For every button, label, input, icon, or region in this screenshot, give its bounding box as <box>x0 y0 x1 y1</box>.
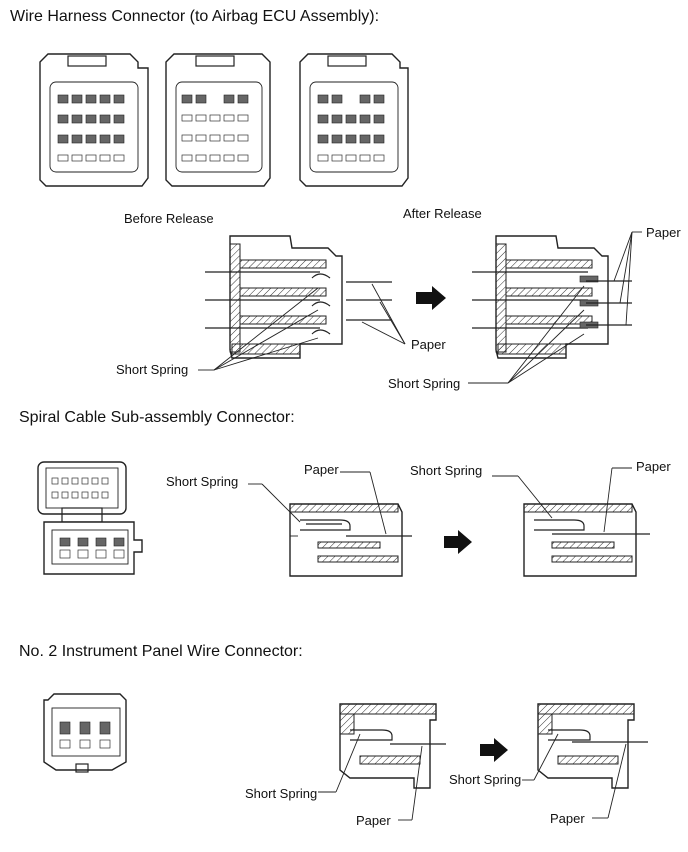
ecu-connector-front-1 <box>39 53 149 187</box>
instrument-panel-section-before <box>318 703 446 821</box>
label-short-spring-1: Short Spring <box>116 362 189 377</box>
label-paper-3: Paper <box>304 462 339 477</box>
label-paper-2: Paper <box>411 337 446 352</box>
ecu-connector-front-3 <box>299 53 409 187</box>
heading-instrument-panel: No. 2 Instrument Panel Wire Connector: <box>19 643 303 660</box>
ecu-connector-front-2 <box>165 53 271 187</box>
label-after-release: After Release <box>403 206 482 221</box>
ecu-connector-section-after <box>468 231 642 384</box>
ecu-connector-section-before <box>198 235 406 371</box>
instrument-panel-section-after <box>522 703 648 819</box>
label-paper-1: Paper <box>646 225 681 240</box>
label-short-spring-5: Short Spring <box>449 772 522 787</box>
heading-spiral-cable: Spiral Cable Sub-assembly Connector: <box>19 409 295 426</box>
label-paper-4: Paper <box>636 459 671 474</box>
spiral-cable-section-after <box>492 467 650 577</box>
heading-wire-harness: Wire Harness Connector (to Airbag ECU As… <box>10 8 380 25</box>
arrow-icon <box>416 286 446 310</box>
spiral-cable-section-before <box>248 471 412 577</box>
spiral-cable-connector-front <box>37 461 143 575</box>
label-paper-6: Paper <box>550 811 585 826</box>
label-short-spring-4: Short Spring <box>166 474 239 489</box>
pin-row <box>57 94 125 162</box>
label-short-spring-2: Short Spring <box>388 376 461 391</box>
arrow-icon <box>444 530 472 554</box>
label-short-spring-6: Short Spring <box>245 786 318 801</box>
label-before-release: Before Release <box>124 211 214 226</box>
instrument-panel-connector-front <box>43 693 127 773</box>
label-paper-5: Paper <box>356 813 391 828</box>
arrow-icon <box>480 738 508 762</box>
label-short-spring-3: Short Spring <box>410 463 483 478</box>
